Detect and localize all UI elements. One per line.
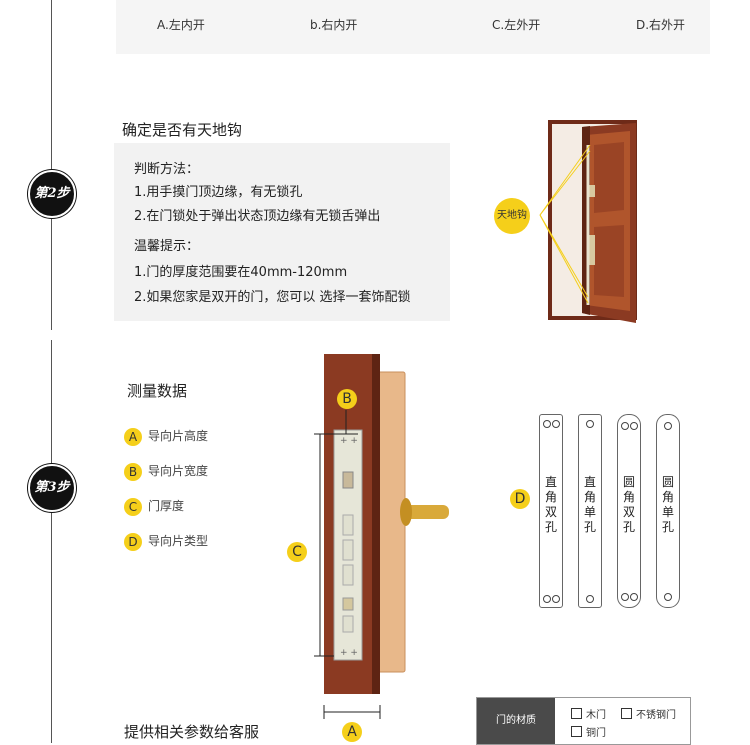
footer-title: 提供相关参数给客服 [124,723,260,741]
plate-hole [586,595,594,603]
svg-text:+ +: + + [340,648,358,658]
legend-item-b: B 导向片宽度 [124,462,208,481]
lock-diagram: + + + + [314,354,449,719]
plate-label-3: 圆角双孔 [622,475,635,534]
plate-hole [552,595,560,603]
method-line-2: 2.在门锁处于弹出状态顶边缘有无锁舌弹出 [134,209,381,224]
checkbox-icon[interactable] [621,708,632,719]
method-title: 判断方法： [134,162,200,177]
plate-hole [630,422,638,430]
plate-hole [621,593,629,601]
direction-label-d: D.右外开 [636,18,686,32]
legend-letter-b: B [124,462,142,481]
plate-hole [664,422,672,430]
direction-label-b: b.右内开 [310,18,358,32]
svg-text:+ +: + + [340,436,358,446]
legend-item-c: C 门厚度 [124,497,184,516]
timeline-line [51,340,52,743]
legend-letter-c: C [124,497,142,516]
direction-label-a: A.左内开 [157,18,205,32]
timeline-line [51,0,52,330]
legend-item-d: D 导向片类型 [124,532,208,551]
plate-label-2: 直角单孔 [583,475,596,534]
material-option-steel[interactable]: 不锈钢门 [621,706,676,721]
plate-hole [552,420,560,428]
legend-text-c: 门厚度 [148,499,185,513]
material-option-label: 不锈钢门 [636,710,676,721]
diagram-label-d: D [510,489,530,509]
plate-hole [543,595,551,603]
step-2-badge: 第2步 [28,170,76,218]
diagram-label-a: A [342,722,362,742]
step-2-title: 确定是否有天地钩 [122,121,243,139]
material-option-label: 木门 [586,710,606,721]
tiandigou-label: 天地钩 [497,210,527,221]
legend-letter-a: A [124,427,142,446]
material-label: 门的材质 [477,698,555,744]
step-3-badge: 第3步 [28,464,76,512]
direction-label-c: C.左外开 [492,18,541,32]
diagram-label-b: B [337,389,357,409]
legend-item-a: A 导向片高度 [124,427,208,446]
legend-text-d: 导向片类型 [148,534,209,548]
method-line-1: 1.用手摸门顶边缘，有无锁孔 [134,185,303,200]
checkbox-icon[interactable] [571,708,582,719]
plate-square-double-hole: 直角双孔 [539,414,563,608]
plate-hole [621,422,629,430]
tip-line-1: 1.门的厚度范围要在40mm-120mm [134,265,348,280]
material-option-label: 铜门 [586,728,606,739]
checkbox-icon[interactable] [571,726,582,737]
direction-band: A.左内开 b.右内开 C.左外开 D.右外开 [116,0,710,54]
tiandigou-badge: 天地钩 [494,198,530,234]
tip-line-2: 2.如果您家是双开的门，您可以 选择一套饰配锁 [134,290,411,305]
legend-text-b: 导向片宽度 [148,464,209,478]
legend-letter-d: D [124,532,142,551]
plate-hole [630,593,638,601]
plate-square-single-hole: 直角单孔 [578,414,602,608]
door-illustration [539,120,637,323]
plate-round-single-hole: 圆角单孔 [656,414,680,608]
plate-label-1: 直角双孔 [544,475,557,534]
material-option-copper[interactable]: 铜门 [571,724,606,739]
material-table: 门的材质 木门 不锈钢门 铜门 [476,697,691,745]
legend-text-a: 导向片高度 [148,429,209,443]
step-2-info-box: 判断方法： 1.用手摸门顶边缘，有无锁孔 2.在门锁处于弹出状态顶边缘有无锁舌弹… [114,143,450,321]
plate-hole [543,420,551,428]
plate-hole [586,420,594,428]
plate-label-4: 圆角单孔 [661,475,674,534]
step-3-title: 测量数据 [127,382,188,400]
plate-round-double-hole: 圆角双孔 [617,414,641,608]
plate-hole [664,593,672,601]
material-option-wood[interactable]: 木门 [571,706,606,721]
diagram-label-c: C [287,542,307,562]
tip-title: 温馨提示： [134,239,200,254]
